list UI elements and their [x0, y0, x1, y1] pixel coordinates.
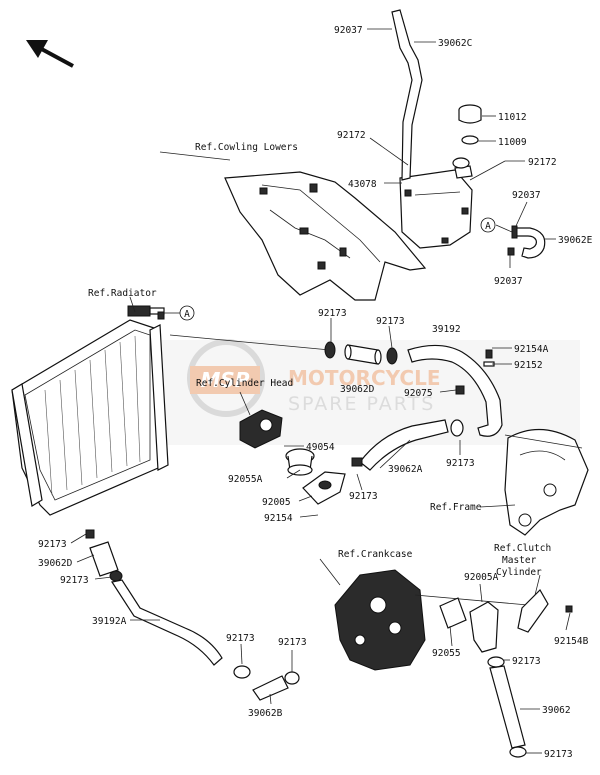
part-92173-e: 92173 [38, 539, 67, 550]
clutch-master-cylinder [517, 589, 549, 633]
part-92173-g: 92173 [226, 633, 255, 644]
part-11012: 11012 [498, 112, 527, 123]
clamp-crank-a [487, 656, 505, 668]
watermark-line1: MOTORCYCLE [288, 366, 440, 390]
reservoir-tank [399, 157, 473, 249]
crankcase [334, 569, 529, 671]
ref-crankcase: Ref.Crankcase [338, 549, 413, 560]
part-92172-right: 92172 [528, 157, 557, 168]
part-92005A: 92005A [464, 572, 499, 583]
part-92055: 92055 [432, 648, 461, 659]
clamp-low-c [233, 665, 251, 679]
clamp-crank-b [509, 746, 527, 758]
part-92173-a: 92173 [318, 308, 347, 319]
clamp-mid-b [386, 347, 398, 365]
water-hose-39062D-mid [344, 344, 382, 365]
part-92173-d: 92173 [349, 491, 378, 502]
leader-lines [70, 28, 571, 754]
ref-clutch-line2: Master [502, 555, 537, 566]
radiator [11, 305, 169, 516]
part-92037-mid: 92037 [512, 190, 541, 201]
ref-cowling-lowers: Ref.Cowling Lowers [195, 142, 298, 153]
water-pipe-39192 [407, 344, 503, 437]
clamp-mid-a [324, 341, 336, 359]
watermark-line2: SPARE PARTS [288, 393, 435, 415]
part-92154: 92154 [264, 513, 293, 524]
bolt-92154B [565, 605, 573, 613]
lower-pipe-39192A [111, 579, 223, 666]
part-39192: 39192 [432, 324, 461, 335]
lower-hose-39062D-left [89, 541, 119, 577]
water-hose-39062A [359, 419, 449, 471]
part-39062A: 39062A [388, 464, 423, 475]
frame [504, 428, 589, 536]
ref-clutch-line1: Ref.Clutch [494, 543, 551, 554]
lower-hose-39062B [252, 675, 289, 701]
clamp-mid-d [351, 457, 363, 467]
breather-hose-39062E [507, 225, 546, 259]
overflow-hose-39062C [391, 9, 423, 181]
clamp-low-b [109, 570, 123, 582]
part-39062D-left: 39062D [38, 558, 73, 569]
part-39062B: 39062B [248, 708, 283, 719]
part-92173-h: 92173 [278, 637, 307, 648]
ref-radiator: Ref.Radiator [88, 288, 157, 299]
part-39062C: 39062C [438, 38, 472, 49]
cylinder-head-outlet [239, 409, 283, 449]
part-92154B: 92154B [554, 636, 589, 647]
ref-clutch-line3: Cylinder [496, 567, 542, 578]
clamp-low-a [85, 529, 95, 539]
gasket-92055 [439, 597, 467, 629]
callout-a-label-2: A [485, 221, 491, 232]
part-43078: 43078 [348, 179, 377, 190]
part-92173-c: 92173 [446, 458, 475, 469]
part-92037-top: 92037 [334, 25, 363, 36]
clamp-mid-c [450, 419, 464, 437]
cowling-lowers [224, 171, 427, 301]
watermark-logo-box [190, 366, 260, 394]
ref-cylinder-head: Ref.Cylinder Head [196, 378, 293, 389]
part-92173-b: 92173 [376, 316, 405, 327]
part-92075: 92075 [404, 388, 433, 399]
part-39062D-mid: 39062D [340, 384, 375, 395]
part-39062E: 39062E [558, 235, 593, 246]
part-49054: 49054 [306, 442, 335, 453]
front-direction-arrow-icon [26, 40, 74, 68]
clamp-low-d [284, 671, 300, 685]
callout-a-right: A [480, 217, 496, 233]
part-92172-left: 92172 [337, 130, 366, 141]
part-39192A: 39192A [92, 616, 127, 627]
reservoir-cap [458, 104, 482, 145]
water-pump-outlet [469, 601, 499, 653]
part-92037-bot: 92037 [494, 276, 523, 287]
callout-a-label: A [184, 309, 190, 320]
part-92055A: 92055A [228, 474, 263, 485]
part-92005: 92005 [262, 497, 291, 508]
part-92173-i: 92173 [512, 656, 541, 667]
part-92152: 92152 [514, 360, 543, 371]
part-92173-f: 92173 [60, 575, 89, 586]
ref-frame: Ref.Frame [430, 502, 482, 513]
watermark-logo: MSP [201, 368, 250, 392]
part-92154A: 92154A [514, 344, 549, 355]
part-11009: 11009 [498, 137, 527, 148]
part-39062: 39062 [542, 705, 571, 716]
callout-a-top: A [164, 305, 195, 321]
part-92173-j: 92173 [544, 749, 573, 760]
lower-hose-39062 [489, 665, 526, 749]
thermostat-cover [302, 471, 346, 505]
